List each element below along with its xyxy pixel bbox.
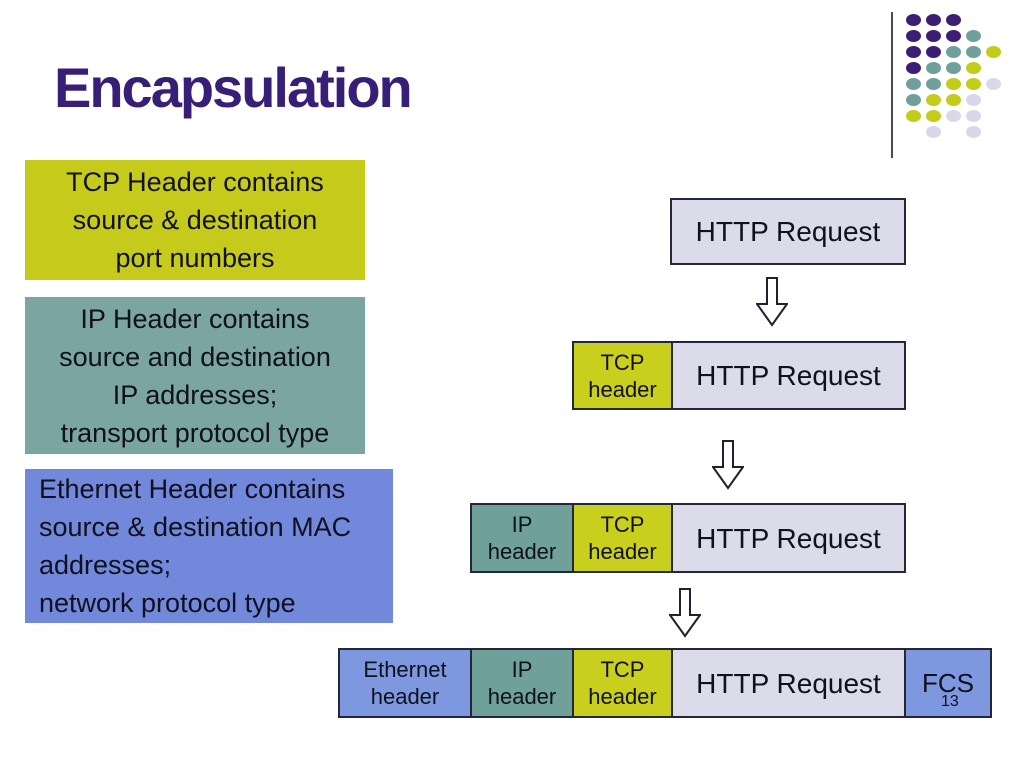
decorative-vertical-line xyxy=(891,12,893,158)
down-arrow-icon xyxy=(756,277,788,327)
dot-icon xyxy=(906,94,921,106)
dot-icon xyxy=(926,46,941,58)
dot-icon xyxy=(926,30,941,42)
dot-icon xyxy=(966,94,981,106)
diagram-box-http-request: HTTP Request xyxy=(670,198,906,265)
down-arrow-icon xyxy=(669,588,701,638)
dot-icon xyxy=(966,110,981,122)
dot-icon xyxy=(906,78,921,90)
diagram-box-http-request: HTTP Request xyxy=(671,341,906,410)
dot-icon xyxy=(946,14,961,26)
dot-icon xyxy=(966,78,981,90)
dot-icon xyxy=(906,14,921,26)
diagram-box-ip-header: IP header xyxy=(470,648,574,718)
diagram-box-fcs: FCS xyxy=(904,648,992,718)
dot-icon xyxy=(906,30,921,42)
page-number: 13 xyxy=(941,693,959,710)
dot-icon xyxy=(926,94,941,106)
dot-icon xyxy=(926,110,941,122)
dot-icon xyxy=(946,110,961,122)
dot-icon xyxy=(926,62,941,74)
dot-icon xyxy=(926,78,941,90)
diagram-box-ip-header: IP header xyxy=(470,503,574,573)
diagram-box-ethernet-header: Ethernet header xyxy=(338,648,472,718)
diagram-box-tcp-header: TCP header xyxy=(572,341,673,410)
page-title: Encapsulation xyxy=(54,56,413,119)
dot-icon xyxy=(966,126,981,138)
callout-tcp-header: TCP Header contains source & destination… xyxy=(25,160,365,280)
dot-icon xyxy=(966,46,981,58)
dot-icon xyxy=(966,30,981,42)
dots-pattern xyxy=(906,14,1006,142)
dot-icon xyxy=(926,14,941,26)
diagram-box-http-request: HTTP Request xyxy=(671,503,906,573)
callout-ip-header: IP Header contains source and destinatio… xyxy=(25,297,365,454)
diagram-box-tcp-header: TCP header xyxy=(572,648,673,718)
dot-icon xyxy=(946,78,961,90)
dot-icon xyxy=(986,78,1001,90)
down-arrow-icon xyxy=(712,440,744,490)
dot-icon xyxy=(906,62,921,74)
dot-icon xyxy=(946,46,961,58)
dot-icon xyxy=(906,110,921,122)
dot-icon xyxy=(986,46,1001,58)
callout-ethernet-header: Ethernet Header contains source & destin… xyxy=(25,469,393,623)
dot-icon xyxy=(946,94,961,106)
diagram-box-http-request: HTTP Request xyxy=(671,648,906,718)
dot-icon xyxy=(946,62,961,74)
diagram-box-tcp-header: TCP header xyxy=(572,503,673,573)
dot-icon xyxy=(906,46,921,58)
dot-icon xyxy=(966,62,981,74)
dot-icon xyxy=(926,126,941,138)
dot-icon xyxy=(946,30,961,42)
